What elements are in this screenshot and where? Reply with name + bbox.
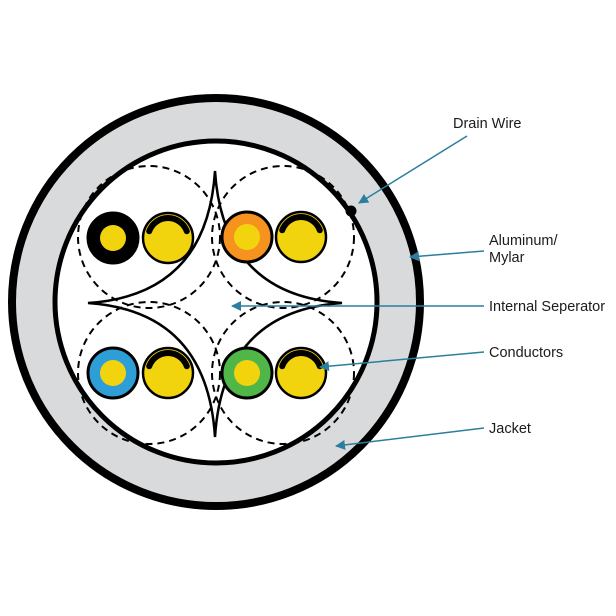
- pair-4-stripe-mark: [279, 350, 323, 370]
- pair-2-stripe-mark: [279, 214, 323, 234]
- label-aluminum-mylar: Aluminum/ Mylar: [489, 233, 558, 266]
- arrow-aluminum-mylar: [409, 250, 485, 262]
- pair-3-twist-circle: [77, 301, 221, 445]
- pair-3-stripe-mark: [146, 350, 190, 370]
- label-conductors: Conductors: [489, 345, 564, 361]
- pair-2-solid-conductor-core: [234, 224, 260, 250]
- pair-4-solid-conductor-core: [234, 360, 260, 386]
- pair-2-twist-circle: [211, 165, 355, 309]
- pair-4-twist-circle: [211, 301, 355, 445]
- label-jacket: Jacket: [489, 421, 531, 437]
- pair-1-solid-conductor-core: [100, 225, 126, 251]
- pair-3-solid-conductor-core: [100, 360, 126, 386]
- label-drain-wire: Drain Wire: [453, 116, 522, 132]
- label-internal-seperator: Internal Seperator: [489, 299, 606, 315]
- drain-wire-dot: [345, 205, 357, 217]
- internal-separator: [87, 170, 343, 438]
- arrow-drain-wire: [358, 135, 468, 204]
- arrow-conductors: [319, 351, 485, 372]
- pair-1-twist-circle: [77, 165, 221, 309]
- arrow-jacket: [335, 427, 485, 450]
- pair-1-stripe-mark: [146, 215, 190, 235]
